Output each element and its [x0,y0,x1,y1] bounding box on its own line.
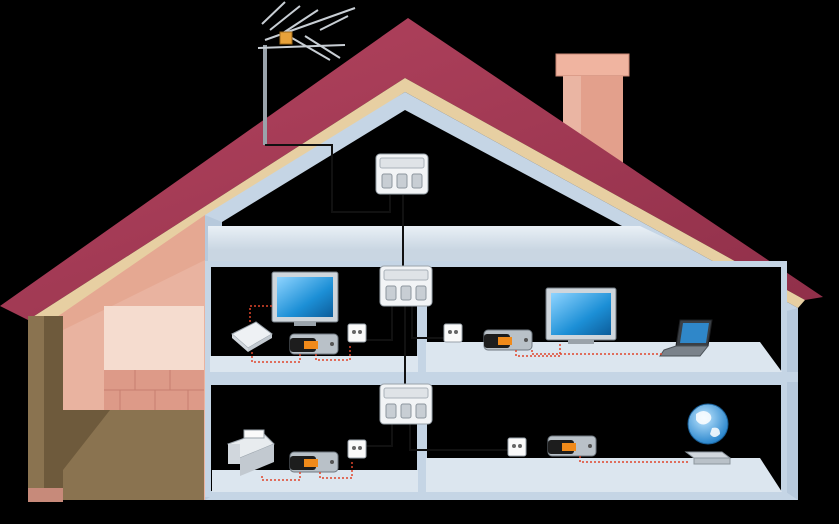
laptop-icon [659,319,713,357]
plc-adapter-icon [289,333,339,355]
ethernet-cables [249,305,688,481]
tv-icon [271,271,339,326]
middle-floor-slab [205,372,798,382]
amplifier-icon [379,265,433,307]
amplifier-icon [379,383,433,425]
wall-socket-icon [347,439,367,459]
set-top-box-icon [684,451,732,465]
plc-adapter-icon [547,435,597,457]
printer-icon [227,429,275,476]
attic-floor [208,226,690,264]
router-icon [231,321,273,352]
amplifier-icon [375,153,429,195]
plc-adapter-icon [483,329,533,351]
wall-socket-icon [443,323,463,343]
roof [0,18,823,330]
brick-wall [104,370,204,410]
globe-icon [687,403,729,445]
antenna-icon [257,1,356,145]
wall-socket-icon [347,323,367,343]
porch [28,215,205,502]
ground-floor [205,379,787,497]
plc-adapter-icon [289,451,339,473]
coax-cables [265,144,516,451]
tv-icon [545,287,617,344]
wall-socket-icon [507,437,527,457]
